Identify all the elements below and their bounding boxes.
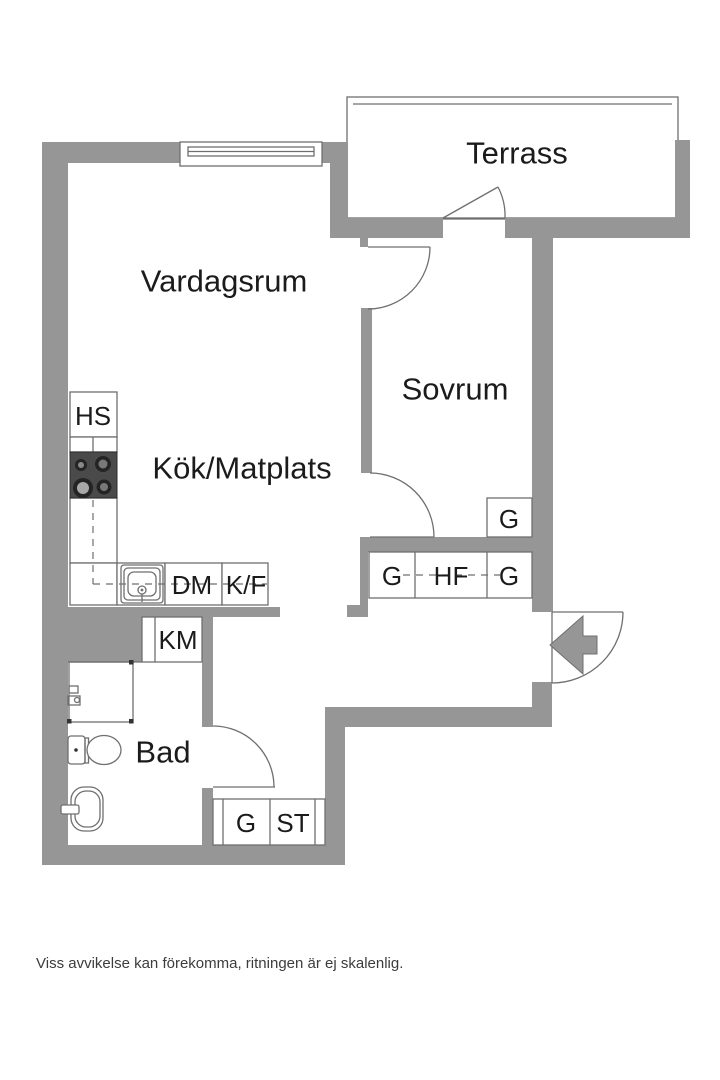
closet-label-lower-st: ST: [276, 808, 310, 838]
bedroom-door-upper: [367, 246, 431, 310]
bathroom-door: [212, 725, 275, 788]
bathroom-sink-icon: [60, 786, 104, 832]
closet-label-lower-g: G: [235, 808, 257, 838]
shower-icon: [67, 660, 142, 724]
kitchen-sink-icon: [120, 564, 164, 604]
closet-label-hs: HS: [74, 401, 112, 431]
walls: [42, 140, 690, 865]
room-label-terrace: Terrass: [466, 135, 568, 171]
closet-label-hall-g-right: G: [498, 561, 520, 591]
disclaimer-text: Viss avvikelse kan förekomma, ritningen …: [36, 955, 404, 972]
room-label-kitchen: Kök/Matplats: [152, 450, 332, 486]
hall-closets: [141, 497, 533, 846]
stove-icon: [69, 451, 118, 499]
room-label-living: Vardagsrum: [140, 263, 308, 299]
terrace-door: [442, 186, 506, 220]
toilet-icon: [67, 734, 122, 766]
closet-label-hall-hf: HF: [433, 561, 469, 591]
room-label-bedroom: Sovrum: [401, 371, 509, 407]
closet-label-bedroom-g: G: [498, 504, 520, 534]
closet-label-kf: K/F: [225, 570, 267, 600]
closet-label-hall-g-left: G: [381, 561, 403, 591]
window: [179, 141, 323, 167]
closet-label-dm: DM: [171, 570, 213, 600]
room-label-bathroom: Bad: [135, 734, 191, 770]
entry-door: [551, 611, 624, 684]
closet-label-km: KM: [158, 625, 198, 655]
bedroom-door-lower: [369, 472, 435, 538]
entry-arrow-icon: [549, 614, 598, 676]
kitchen-counters: [69, 391, 269, 606]
